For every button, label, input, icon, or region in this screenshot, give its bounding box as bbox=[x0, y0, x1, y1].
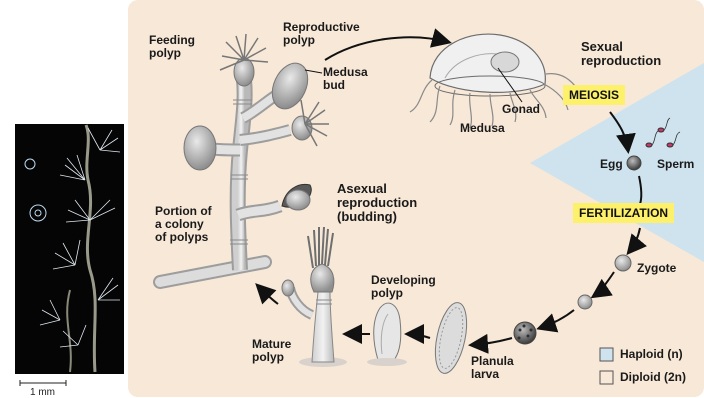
scale-bar-label: 1 mm bbox=[30, 387, 55, 398]
legend-diploid-swatch bbox=[600, 371, 613, 384]
hydroid-colony-photo bbox=[15, 124, 124, 374]
legend-haploid-label: Haploid (n) bbox=[620, 348, 683, 361]
label-feeding-polyp: Feeding polyp bbox=[149, 34, 195, 60]
label-sexual-reproduction: Sexual reproduction bbox=[581, 40, 661, 68]
label-planula-larva: Planula larva bbox=[471, 355, 514, 381]
label-developing-polyp: Developing polyp bbox=[371, 274, 436, 300]
label-medusa: Medusa bbox=[460, 122, 505, 135]
legend-haploid-swatch bbox=[600, 348, 613, 361]
label-zygote: Zygote bbox=[637, 262, 676, 275]
label-asexual-reproduction: Asexual reproduction (budding) bbox=[337, 182, 417, 224]
label-gonad: Gonad bbox=[502, 103, 540, 116]
zygote-cell bbox=[615, 255, 631, 271]
meiosis-badge: MEIOSIS bbox=[563, 85, 625, 105]
egg-cell bbox=[627, 156, 641, 170]
label-sperm: Sperm bbox=[657, 158, 694, 171]
fertilization-badge: FERTILIZATION bbox=[573, 203, 674, 223]
label-colony-portion: Portion of a colony of polyps bbox=[155, 205, 212, 244]
label-egg: Egg bbox=[600, 158, 623, 171]
early-embryo bbox=[578, 295, 592, 309]
label-reproductive-polyp: Reproductive polyp bbox=[283, 21, 360, 47]
label-mature-polyp: Mature polyp bbox=[252, 338, 291, 364]
label-medusa-bud: Medusa bud bbox=[323, 66, 368, 92]
legend-diploid-label: Diploid (2n) bbox=[620, 371, 686, 384]
